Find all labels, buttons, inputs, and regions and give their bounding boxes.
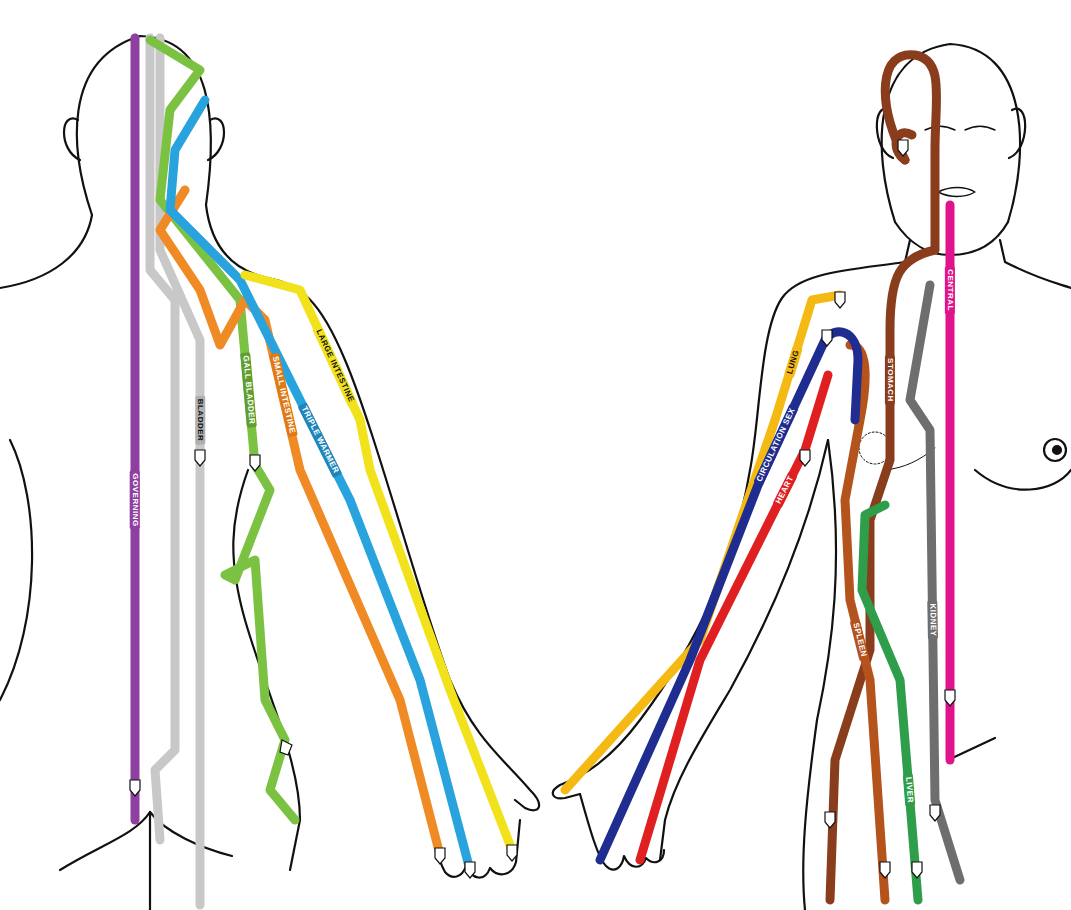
meridian-label: TRIPLE WARMER — [298, 402, 343, 478]
meridian-label: GOVERNING — [130, 470, 140, 529]
meridian-label: GALL BLADDER — [240, 352, 257, 428]
meridian-label: STOMACH — [885, 355, 895, 405]
meridian-label: LUNG — [784, 346, 803, 378]
meridian-label: CENTRAL — [945, 266, 955, 314]
meridian-label: KIDNEY — [928, 600, 939, 639]
meridian-label: BLADDER — [195, 396, 205, 445]
meridian-label: LIVER — [903, 774, 916, 807]
meridian-label: HEART — [772, 472, 797, 509]
